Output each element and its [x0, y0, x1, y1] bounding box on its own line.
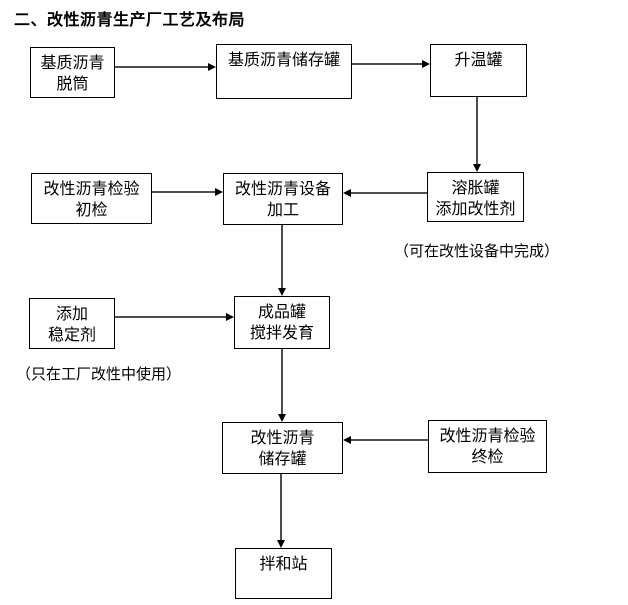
arrow-basetank-to-heating-icon [352, 63, 422, 65]
node-base-asphalt-drum: 基质沥青 脱筒 [30, 47, 115, 98]
node-finished-product-tank: 成品罐 搅拌发育 [234, 296, 330, 349]
note-stabilizer: （只在工厂改性中使用） [16, 365, 182, 383]
node-initial-inspection: 改性沥青检验 初检 [31, 173, 152, 224]
node-mixing-station: 拌和站 [235, 548, 332, 599]
node-add-stabilizer: 添加 稳定剂 [29, 298, 115, 349]
node-swelling-tank: 溶胀罐 添加改性剂 [427, 172, 524, 222]
node-modification-equipment: 改性沥青设备 加工 [223, 173, 343, 225]
node-final-inspection: 改性沥青检验 终检 [428, 420, 547, 473]
arrow-swelling-to-equipment-icon [351, 192, 427, 194]
arrow-stabilizer-to-finishedtank-icon [115, 316, 226, 318]
page-title: 二、改性沥青生产厂工艺及布局 [14, 10, 246, 29]
arrow-finishedtank-to-storagetank-icon [281, 349, 283, 414]
arrow-finalcheck-to-storagetank-icon [351, 439, 428, 441]
node-base-asphalt-storage-tank: 基质沥青储存罐 [216, 44, 352, 99]
arrow-drum-to-basetank-icon [115, 66, 208, 68]
arrow-equipment-to-finishedtank-icon [281, 225, 283, 288]
arrow-initialcheck-to-equipment-icon [152, 191, 215, 193]
arrow-storagetank-to-mixingstation-icon [280, 474, 282, 540]
note-swelling: （可在改性设备中完成） [394, 242, 560, 260]
node-heating-tank: 升温罐 [430, 44, 527, 97]
arrow-heating-to-swelling-icon [476, 97, 478, 164]
node-modified-storage-tank: 改性沥青 储存罐 [222, 422, 343, 474]
